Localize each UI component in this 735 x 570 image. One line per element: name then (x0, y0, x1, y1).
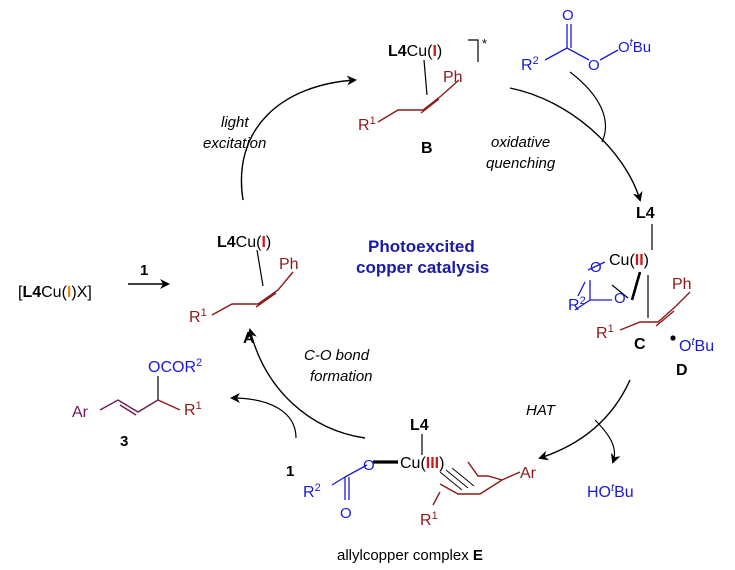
C-O1: O (590, 259, 602, 276)
arrow-product-out (230, 393, 297, 439)
label-3: 3 (120, 433, 128, 450)
perester (544, 24, 619, 61)
perester-O-carbonyl: O (562, 7, 574, 24)
E-Cu: Cu(III) (400, 455, 444, 472)
product-OCOR2: OCOR2 (148, 357, 202, 376)
C-L4: L4 (636, 205, 655, 222)
species-E (331, 434, 521, 506)
species-A (211, 249, 294, 316)
step-oxidative: oxidative (491, 134, 550, 151)
perester-O1: O (588, 57, 600, 74)
C-R1: R1 (596, 323, 614, 342)
label-1-entry: 1 (140, 262, 148, 279)
product-Ar: Ar (72, 404, 89, 421)
B-star: * (482, 36, 487, 51)
E-O1: O (363, 457, 375, 474)
arrow-light-excitation (240, 75, 357, 201)
E-O2: O (340, 505, 352, 522)
B-R1: R1 (358, 115, 376, 134)
step-formation: formation (310, 368, 373, 385)
step-quenching: quenching (486, 155, 556, 172)
E-Ar: Ar (520, 465, 537, 482)
D-OtBu: OtBu (679, 336, 714, 355)
precatalyst: [L4Cu(I)X] (18, 284, 92, 301)
A-Ph: Ph (279, 256, 299, 273)
C-R2: R2 (568, 295, 586, 314)
perester-OtBu: OtBu (618, 37, 651, 56)
A-complex: L4Cu(I) (217, 234, 271, 251)
product-R1: R1 (184, 400, 202, 419)
title-copper-catalysis: copper catalysis (356, 258, 489, 277)
C-Cu: Cu(II) (609, 252, 649, 269)
product-3 (99, 376, 181, 416)
step-hat: HAT (526, 402, 557, 419)
C-O2: O (614, 290, 626, 307)
species-B (377, 39, 479, 123)
radical-dot (670, 335, 676, 341)
label-C: C (634, 336, 646, 353)
arrow-hotbu-out (594, 419, 621, 464)
bracket-B (468, 39, 479, 62)
step-excitation: excitation (203, 135, 266, 152)
A-R1: R1 (189, 307, 207, 326)
arrow-perester-in (569, 71, 606, 143)
label-D: D (676, 362, 688, 379)
arrow-oxidative-quenching (509, 87, 643, 202)
E-L4: L4 (410, 417, 429, 434)
E-R1: R1 (420, 510, 438, 529)
arrow-hat (538, 379, 631, 461)
title-photoexcited: Photoexcited (368, 237, 475, 256)
label-B: B (421, 140, 433, 157)
step-light: light (221, 114, 249, 131)
perester-R2: R2 (521, 55, 539, 74)
species-C (574, 224, 691, 331)
label-A: A (243, 330, 255, 347)
B-complex: L4Cu(I) (388, 43, 442, 60)
label-E: allylcopper complex E (337, 547, 483, 564)
byproduct-HOtBu: HOtBu (587, 482, 634, 501)
label-1-exit: 1 (286, 463, 294, 480)
C-Ph: Ph (672, 276, 692, 293)
E-R2: R2 (303, 482, 321, 501)
arrow-co-formation (247, 328, 366, 439)
B-Ph: Ph (443, 69, 463, 86)
step-co-bond: C-O bond (304, 347, 370, 364)
